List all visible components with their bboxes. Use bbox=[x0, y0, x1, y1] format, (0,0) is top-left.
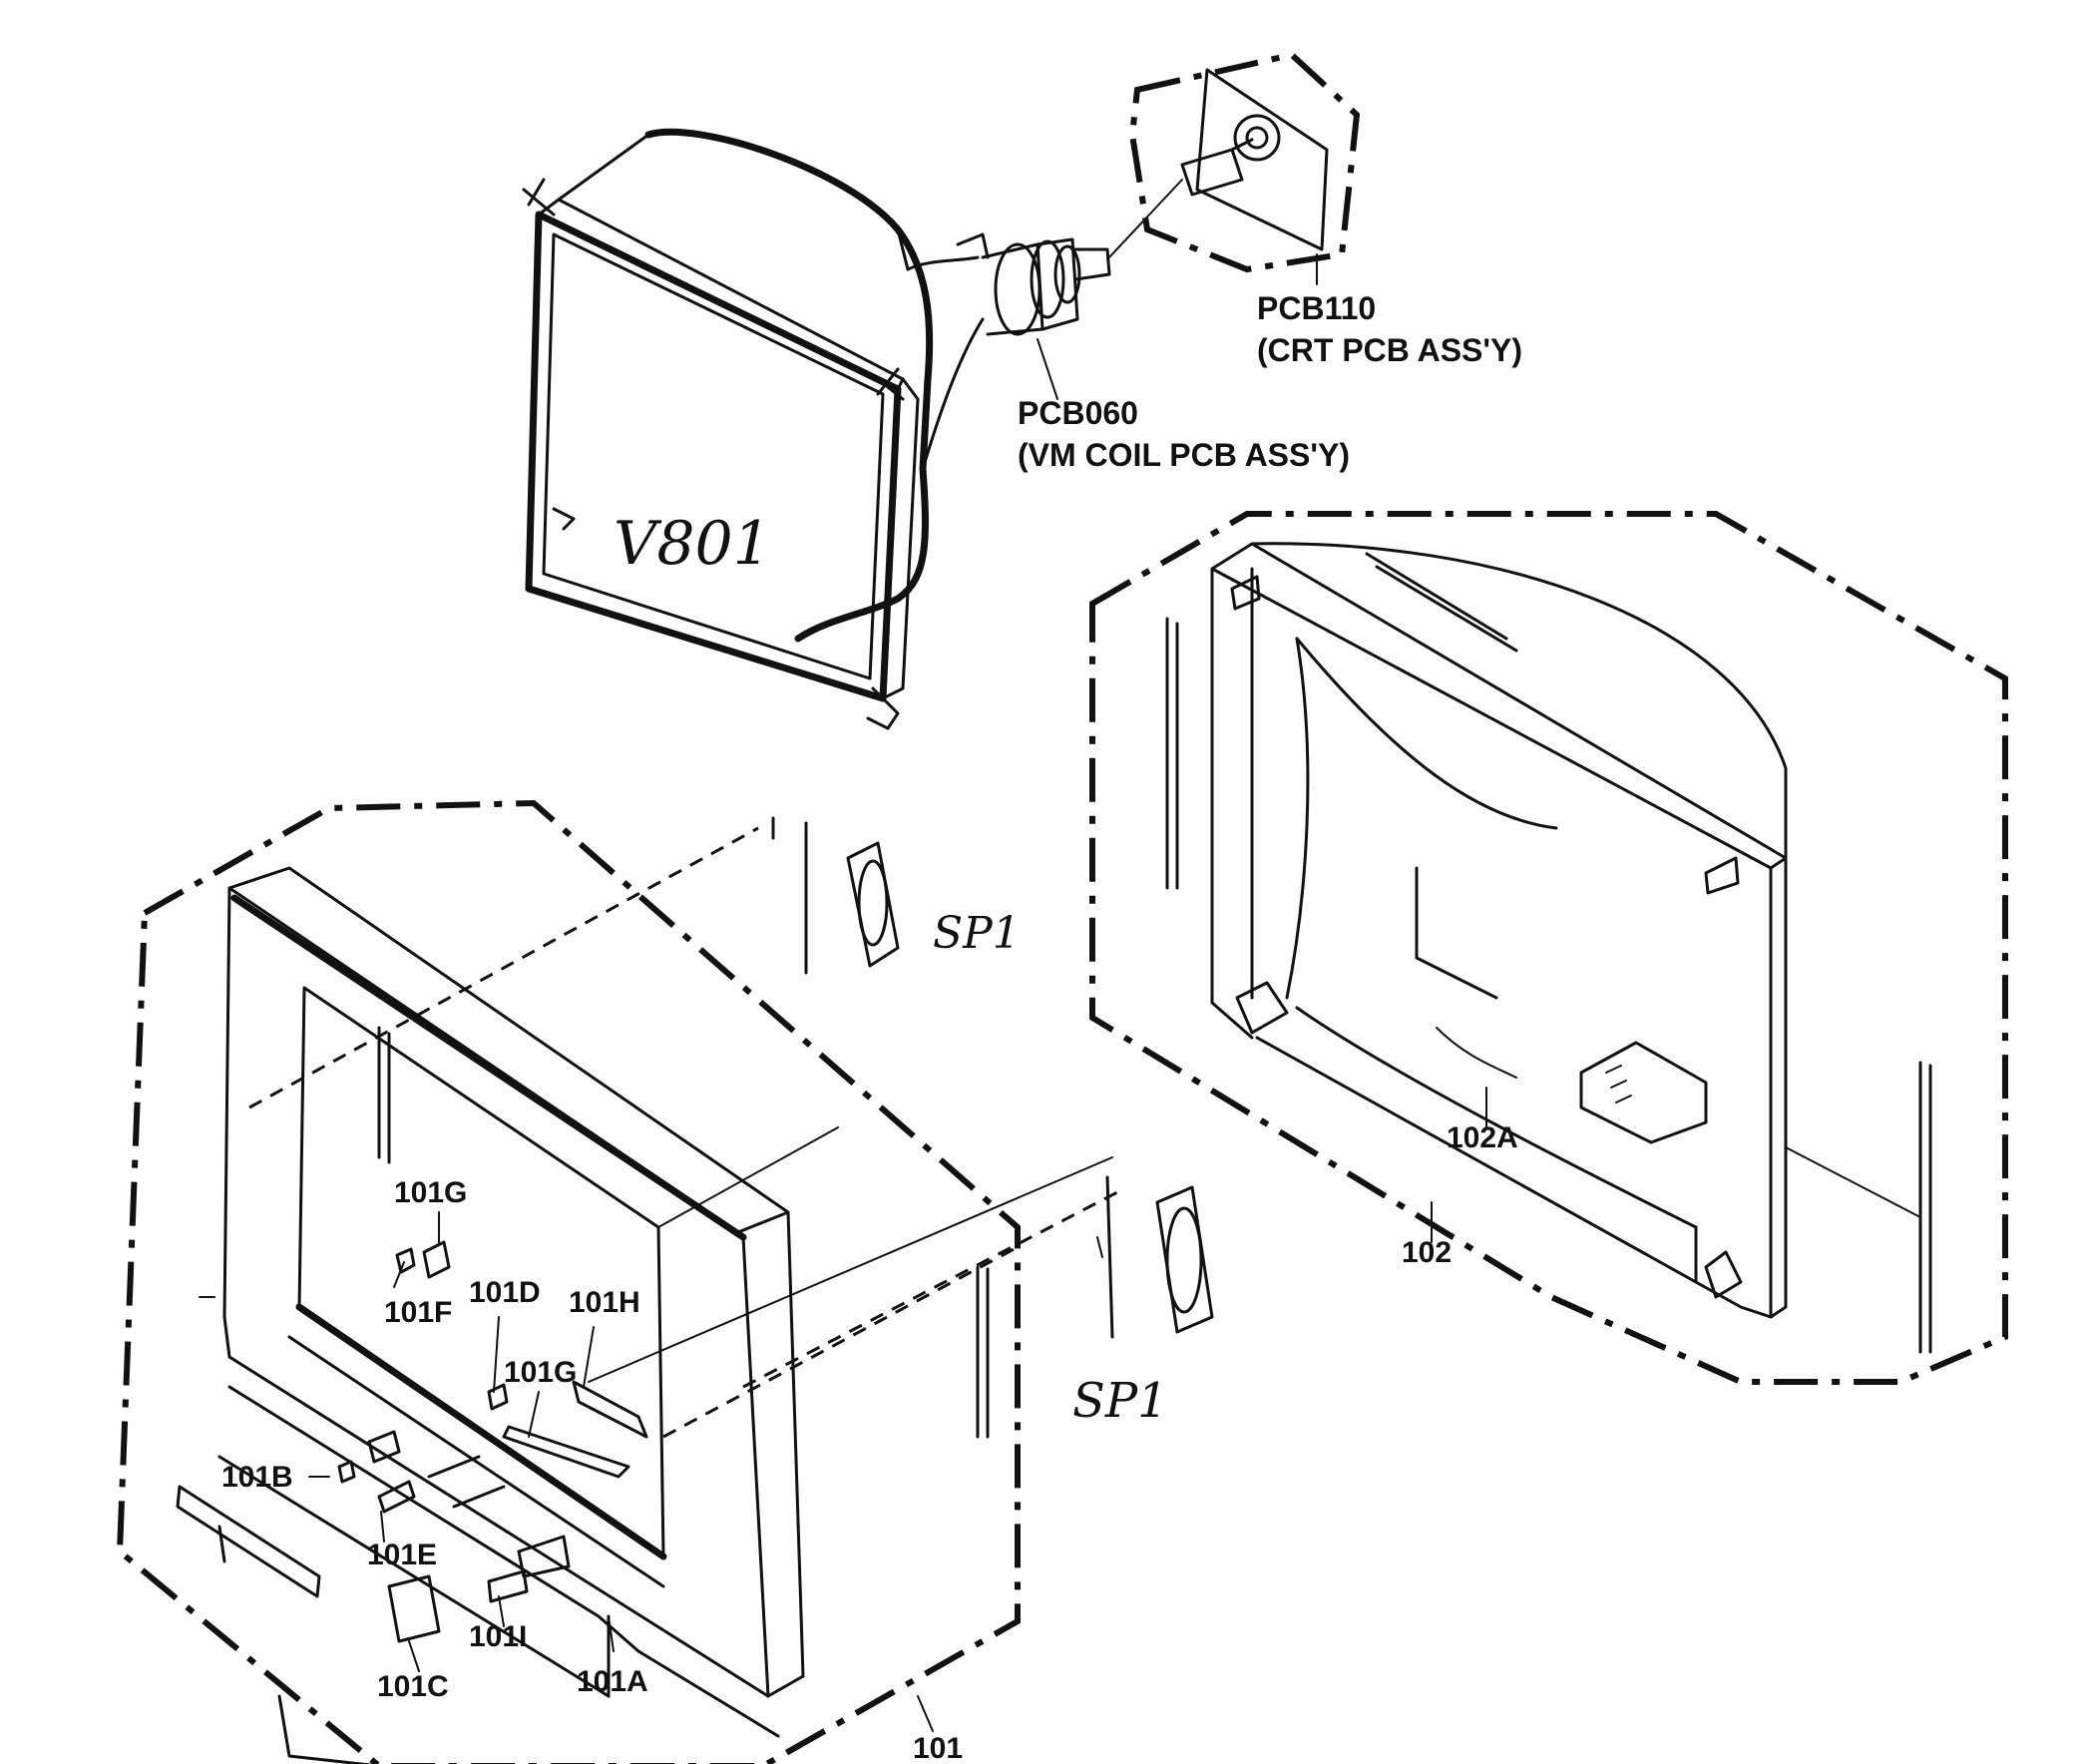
pcb060-leader bbox=[1037, 338, 1058, 400]
101b-label: 101B bbox=[221, 1461, 293, 1494]
101h-label: 101H bbox=[569, 1286, 640, 1319]
v801-label: V801 bbox=[614, 509, 771, 579]
pcb060-desc-label: (VM COIL PCB ASS'Y) bbox=[1018, 437, 1350, 473]
speaker-top bbox=[771, 816, 900, 975]
102-label: 102 bbox=[1402, 1236, 1452, 1269]
back-cabinet bbox=[1089, 511, 2008, 1385]
stray-mark bbox=[1096, 1236, 1103, 1258]
speaker-bottom bbox=[1105, 1175, 1214, 1339]
crt-picture-tube bbox=[522, 128, 1111, 730]
101d-label: 101D bbox=[469, 1276, 541, 1309]
101f-label: 101F bbox=[384, 1296, 452, 1329]
crt-pcb-assembly bbox=[1106, 51, 1361, 285]
101g-lower-label: 101G bbox=[504, 1356, 577, 1389]
pcb110-desc-label: (CRT PCB ASS'Y) bbox=[1257, 332, 1522, 368]
pcb110-label: PCB110 bbox=[1257, 290, 1376, 326]
101e-label: 101E bbox=[367, 1539, 437, 1571]
101g-upper-label: 101G bbox=[394, 1176, 467, 1209]
sp1-top-label: SP1 bbox=[933, 908, 1021, 959]
102a-label: 102A bbox=[1447, 1121, 1518, 1154]
101i-label: 101I bbox=[469, 1620, 527, 1653]
front-cabinet bbox=[116, 799, 1118, 1764]
sp1-bottom-label: SP1 bbox=[1072, 1373, 1168, 1429]
101-label: 101 bbox=[913, 1732, 963, 1764]
101a-label: 101A bbox=[577, 1665, 648, 1698]
pcb060-label: PCB060 bbox=[1018, 395, 1138, 431]
101c-label: 101C bbox=[377, 1670, 449, 1703]
